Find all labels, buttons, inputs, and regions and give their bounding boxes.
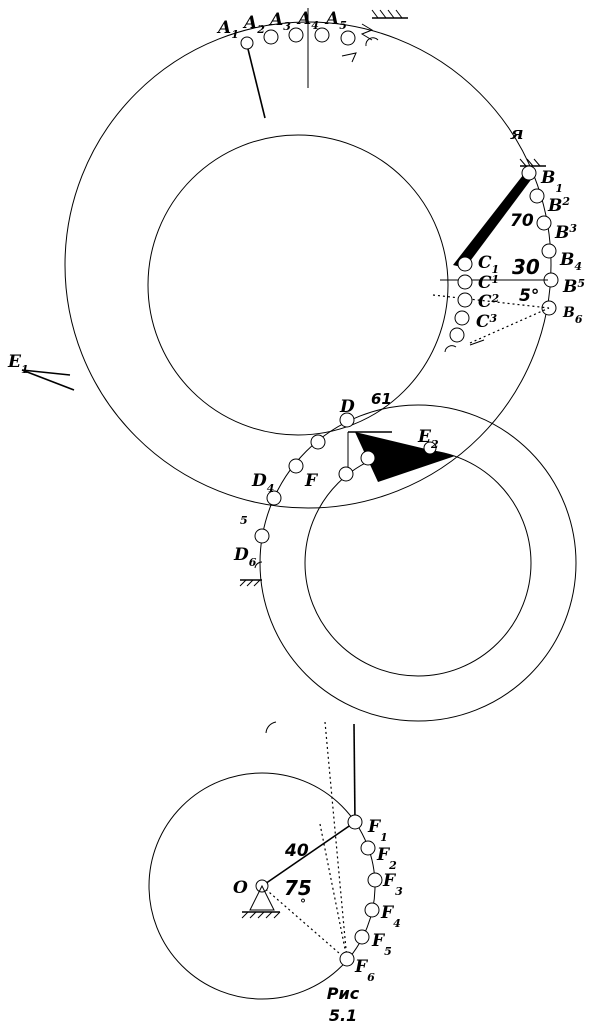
f1-label: F1 (367, 817, 388, 844)
o-angle-label: 75 (284, 876, 312, 900)
b1-label: B1 (540, 168, 563, 195)
large-inner-circle (147, 134, 449, 436)
e-joints (338, 441, 437, 482)
d-joints (254, 412, 355, 569)
a-joints (240, 27, 379, 50)
f-joints (339, 814, 383, 967)
c-joints (444, 256, 473, 353)
o-angle-deg: ° (300, 897, 306, 911)
figure-caption-line1: Рис (327, 984, 360, 1003)
f-mid-label: F (304, 471, 319, 491)
d-dim-label: 61 (371, 390, 392, 408)
o-dotted-line-2 (319, 823, 346, 950)
f3-label: F3 (382, 871, 403, 898)
f4-label: F4 (380, 903, 401, 930)
b5-label: B5 (562, 277, 585, 297)
b4-label: B4 (559, 250, 582, 273)
b3-label: B3 (554, 222, 577, 243)
ground-support-top (360, 9, 408, 41)
f6-label: F6 (354, 957, 375, 984)
c3-label: C3 (476, 312, 498, 332)
e1-line-1 (21, 369, 71, 376)
c-offset-label: 30 (512, 255, 540, 279)
e-triangle-link (355, 432, 455, 482)
a1-label: A1 (216, 18, 239, 41)
c1-label-second: C1 (478, 273, 499, 293)
figure-caption-line2: 5.1 (329, 1006, 357, 1025)
a5-label: A5 (324, 9, 347, 32)
a4-label: A4 (296, 9, 319, 32)
o-dotted-line (261, 885, 348, 961)
a-fragment-mark (341, 52, 357, 63)
b-angle-label: 5° (519, 286, 539, 306)
a-link-line (246, 44, 266, 119)
ground-support-d (239, 579, 262, 587)
b2-label: B2 (547, 195, 570, 216)
ya-fragment: я (510, 124, 524, 144)
of-link (261, 821, 356, 887)
o-support-triangle (249, 884, 275, 911)
e1-line-2 (21, 369, 75, 391)
top-fragment-arc (265, 721, 277, 734)
f2-label: F2 (376, 845, 397, 872)
f-vertical-link (353, 723, 356, 823)
of-length-label: 40 (284, 841, 309, 861)
d5-fragment: 5 (240, 514, 248, 527)
e1-label: E1 (7, 352, 29, 376)
ab-link-bar (453, 170, 533, 268)
b6-label: B6 (562, 305, 583, 326)
a2-label: A2 (242, 13, 265, 36)
d6-label: D6 (233, 545, 257, 569)
f5-label: F5 (371, 931, 392, 958)
c-fragment-mark (469, 339, 485, 346)
c2-label: C2 (478, 292, 500, 312)
e2-label: E2 (417, 427, 439, 451)
c1-label: C1 (478, 253, 499, 276)
mid-outer-circle (259, 404, 577, 722)
d-label-top: D (339, 397, 355, 417)
a3-label: A3 (268, 10, 291, 33)
ground-support-b (519, 158, 546, 167)
d4-label: D4 (251, 471, 274, 495)
o-label: O (233, 878, 248, 898)
ab-length-label: 70 (510, 211, 534, 231)
ground-support-o (241, 911, 281, 919)
mid-inner-circle (304, 449, 532, 677)
